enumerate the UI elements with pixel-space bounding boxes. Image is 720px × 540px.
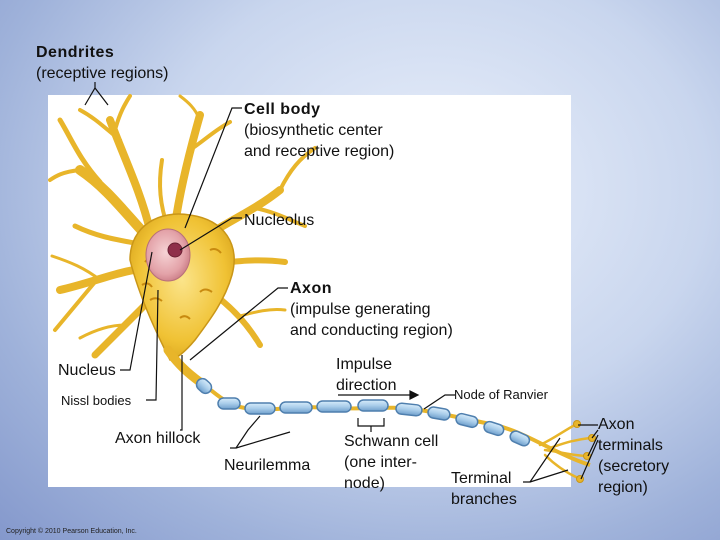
label-impulse-direction: Impulse direction [336, 354, 396, 396]
label-axon-sub2: and conducting region) [290, 322, 453, 339]
label-node-of-ranvier: Node of Ranvier [454, 387, 548, 402]
label-nucleus: Nucleus [58, 362, 116, 379]
label-axon-terminals-1: Axon [598, 416, 635, 433]
label-schwann-cell: Schwann cell (one inter- node) [344, 431, 438, 494]
label-axon-terminals-4: region) [598, 479, 648, 496]
label-axon-sub1: (impulse generating [290, 301, 431, 318]
label-impulse-direction-2: direction [336, 377, 397, 394]
label-cell-body-sub2: and receptive region) [244, 143, 395, 160]
terminal-branches [538, 423, 592, 480]
axon-hillock-shape [163, 345, 205, 387]
label-impulse-direction-1: Impulse [336, 356, 393, 373]
label-dendrites-title: Dendrites [36, 44, 115, 61]
label-axon-terminals-2: terminals [598, 437, 663, 454]
nucleus-shape [145, 228, 191, 282]
label-neurilemma: Neurilemma [224, 457, 311, 474]
label-dendrites-sub: (receptive regions) [36, 65, 169, 82]
label-axon-terminals: Axon terminals (secretory region) [598, 414, 669, 498]
label-schwann-cell-1: Schwann cell [344, 433, 439, 450]
label-terminal-branches: Terminal branches [451, 468, 517, 510]
label-terminal-branches-1: Terminal [451, 470, 512, 487]
label-cell-body-sub1: (biosynthetic center [244, 122, 383, 139]
nucleolus-shape [167, 242, 183, 258]
axon-terminals [573, 420, 596, 483]
label-axon-title: Axon [290, 280, 332, 297]
label-cell-body-title: Cell body [244, 101, 321, 118]
label-dendrites: Dendrites (receptive regions) [36, 42, 169, 84]
label-cell-body: Cell body (biosynthetic center and recep… [244, 99, 394, 162]
label-axon-terminals-3: (secretory [598, 458, 670, 475]
label-nucleolus: Nucleolus [244, 212, 315, 229]
label-nissl-bodies: Nissl bodies [61, 393, 132, 408]
label-schwann-cell-2: (one inter- [344, 454, 417, 471]
label-axon: Axon (impulse generating and conducting … [290, 278, 453, 341]
leader-lines [84, 82, 599, 483]
copyright-notice: Copyright © 2010 Pearson Education, Inc. [6, 528, 137, 535]
myelin-sheaths [195, 377, 531, 447]
label-terminal-branches-2: branches [451, 491, 517, 508]
label-axon-hillock: Axon hillock [115, 430, 201, 447]
label-schwann-cell-3: node) [344, 475, 385, 492]
